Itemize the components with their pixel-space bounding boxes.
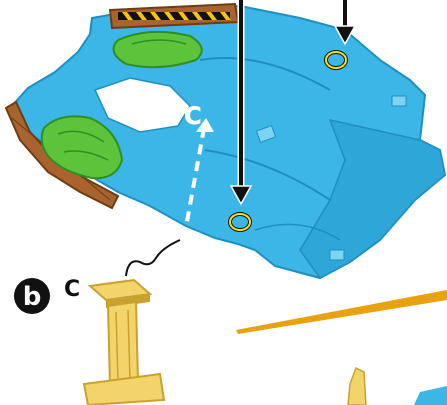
track-tab-2 [330, 250, 344, 260]
orange-ramp [236, 290, 447, 334]
support-pillar-partial [348, 368, 366, 405]
step-badge-letter: b [23, 282, 42, 312]
connector-label-track: C [184, 102, 202, 130]
pillar-base [84, 374, 164, 405]
step-badge: b [14, 278, 50, 314]
pillar-shaft [108, 302, 138, 386]
island-top [114, 32, 202, 67]
track-tab-1 [392, 96, 406, 106]
hazard-stripes [118, 12, 231, 20]
connector-label-pillar: C [64, 277, 80, 302]
blue-track-corner [414, 386, 447, 405]
support-pillar [84, 280, 164, 405]
connector-squiggle [126, 240, 180, 276]
